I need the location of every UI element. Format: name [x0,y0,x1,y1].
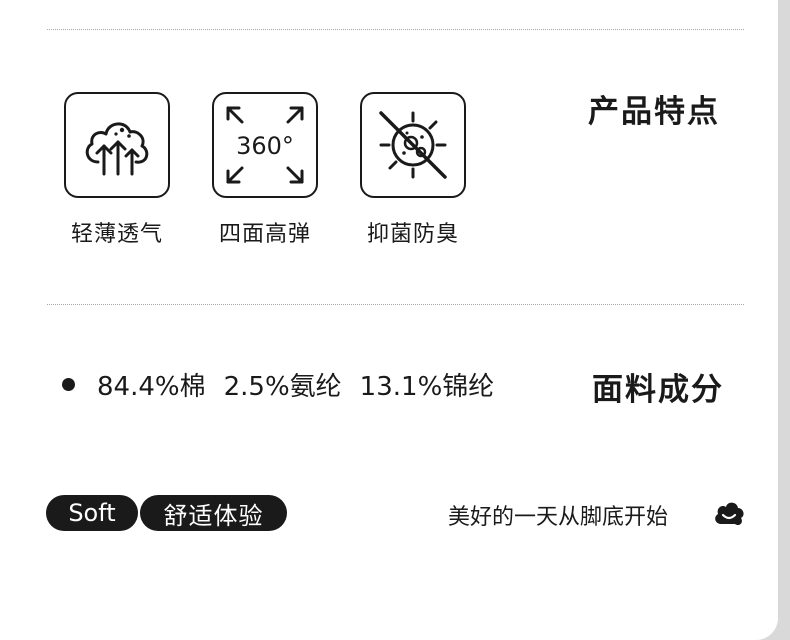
feature-label: 抑菌防臭 [366,222,459,247]
section-title-features: 产品特点 [588,94,720,130]
fabric-item-spandex: 2.5%氨纶 [223,372,342,402]
bullet-dot [62,378,75,391]
feature-label: 四面高弹 [218,222,311,247]
fabric-item-cotton: 84.4%棉 [97,372,206,402]
feature-icon-box [64,92,170,198]
tag-soft: Soft [46,495,138,531]
stretch-degree-text: 360° [236,132,294,160]
four-way-stretch-icon [226,106,304,184]
top-divider [47,29,744,30]
feature-label: 轻薄透气 [70,222,163,247]
section-title-fabric: 面料成分 [592,372,724,408]
feature-icon-box: 360° [212,92,318,198]
slogan-text: 美好的一天从脚底开始 [448,505,669,530]
breathable-trees-icon [85,122,149,176]
feature-breathable: 轻薄透气 [62,92,172,248]
tag-comfort: 舒适体验 [140,495,287,531]
fabric-item-nylon: 13.1%锦纶 [359,372,495,402]
feature-stretch: 360° 四面高弹 [210,92,320,248]
antibacterial-icon [379,111,447,179]
feature-icon-box [360,92,466,198]
cloud-logo-icon [715,502,744,526]
feature-antibacterial: 抑菌防臭 [358,92,468,248]
middle-divider [47,304,744,305]
fabric-composition: 84.4%棉 2.5%氨纶 13.1%锦纶 [62,366,512,403]
